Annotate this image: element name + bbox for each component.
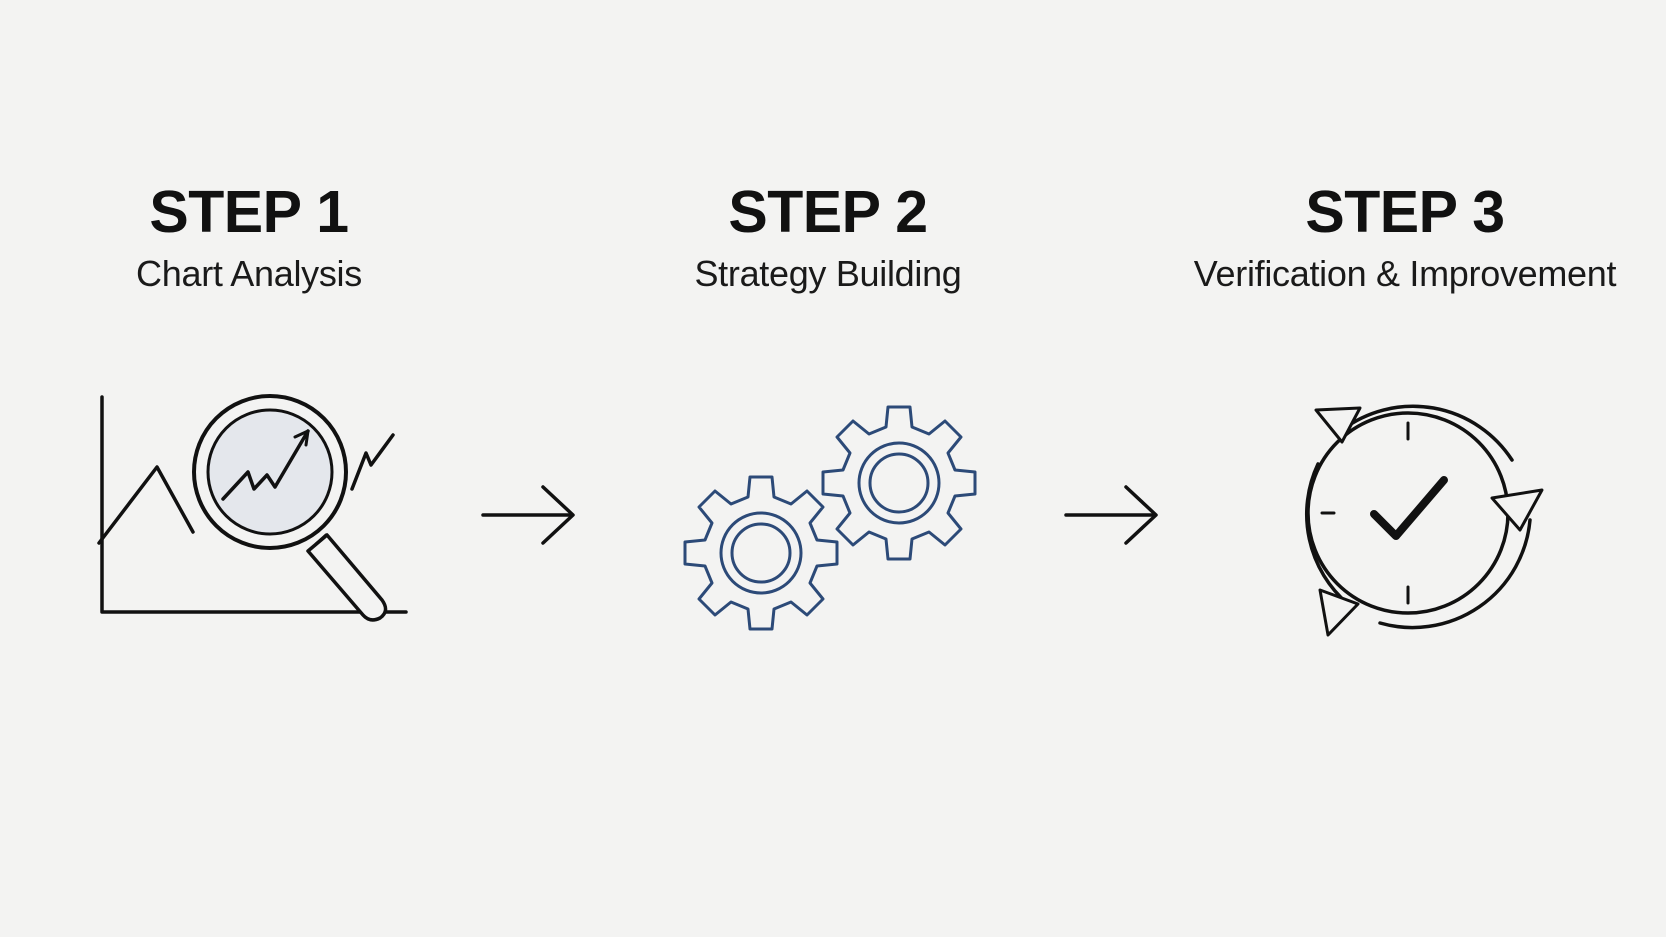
arrow-right-icon: [480, 485, 580, 545]
step-1: STEP 1 Chart Analysis: [39, 0, 459, 937]
cycle-check-icon: [1280, 380, 1550, 650]
step-1-subtitle: Chart Analysis: [136, 253, 362, 294]
step-3-subtitle: Verification & Improvement: [1193, 253, 1617, 294]
arrow-right-icon: [1063, 485, 1163, 545]
step-3-title: STEP 3: [1305, 179, 1505, 245]
step-2-subtitle: Strategy Building: [694, 253, 962, 294]
chart-magnifier-icon: [90, 385, 420, 645]
gears-icon: [665, 385, 995, 645]
step-1-title: STEP 1: [149, 179, 349, 245]
step-3: STEP 3 Verification & Improvement: [1145, 0, 1665, 937]
step-2: STEP 2 Strategy Building: [618, 0, 1038, 937]
step-2-title: STEP 2: [728, 179, 928, 245]
